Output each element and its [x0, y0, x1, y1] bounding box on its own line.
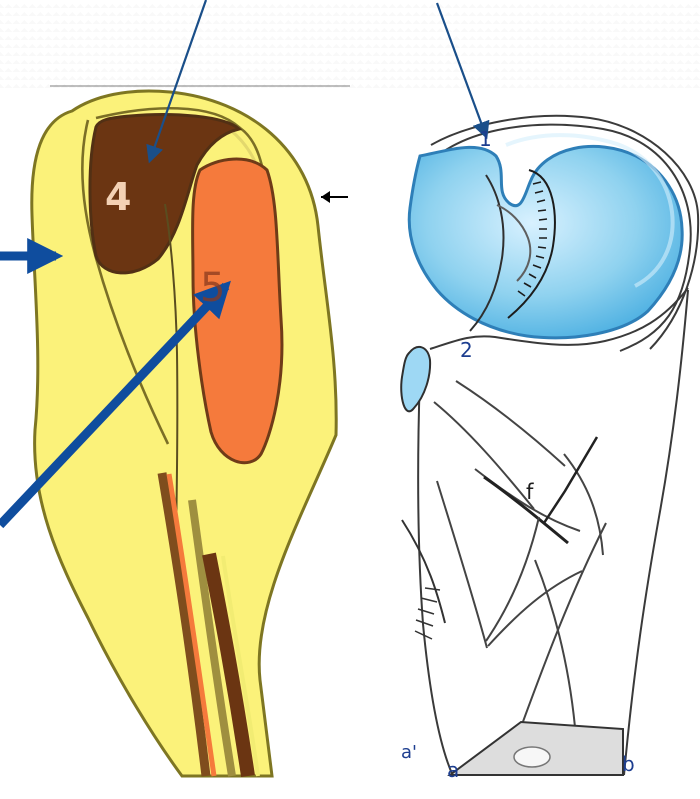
shaft-left-edge	[418, 347, 453, 776]
shaft-right-edge	[624, 290, 688, 775]
background-texture	[0, 0, 700, 90]
dark-line-2	[544, 437, 597, 523]
label-corner-b: b	[622, 752, 635, 776]
shaft-line-1	[456, 381, 565, 466]
shaft-line-5	[486, 517, 539, 641]
right-structure	[401, 116, 698, 776]
label-region-4: 4	[105, 175, 131, 219]
label-point-f: f	[526, 480, 533, 504]
label-corner-a: a	[447, 758, 459, 782]
label-point-1: 1	[479, 127, 492, 151]
small-pointer-head	[321, 191, 330, 203]
shaft-line-2	[434, 402, 534, 509]
label-point-2: 2	[460, 338, 473, 362]
label-region-5: 5	[200, 265, 225, 311]
shaft-line-7	[488, 571, 582, 646]
shaft-line-9	[517, 523, 606, 738]
blue-cavity	[409, 146, 682, 337]
label-corner-a-prime: a'	[401, 742, 417, 763]
left-structure	[32, 86, 350, 776]
base-hole	[514, 747, 550, 767]
left-side-line	[402, 520, 445, 623]
left-ray-lines	[415, 588, 440, 639]
left-blue-node	[401, 347, 430, 411]
